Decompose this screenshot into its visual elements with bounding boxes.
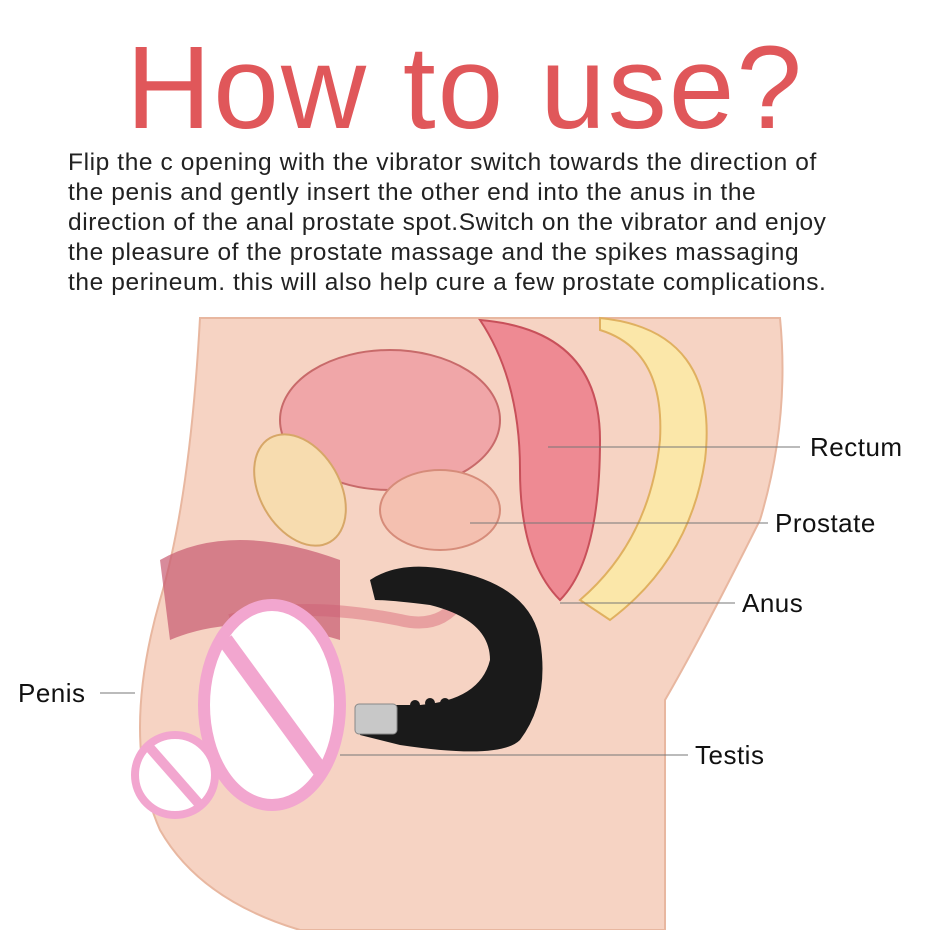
censor-mark-large: [198, 599, 346, 811]
massager-device: [354, 566, 543, 752]
instruction-line: Flip the c opening with the vibrator swi…: [68, 149, 817, 176]
vibrator-bullet: [354, 703, 398, 735]
label-testis: Testis: [695, 740, 765, 770]
censor-mark-small: [131, 731, 219, 819]
instructions-text: Flip the c opening with the vibrator swi…: [68, 148, 908, 298]
label-prostate: Prostate: [775, 508, 876, 538]
instruction-line: direction of the anal prostate spot.Swit…: [68, 209, 827, 236]
instruction-line: the pleasure of the prostate massage and…: [68, 239, 800, 266]
pubic-bone: [253, 433, 347, 547]
page-title: How to use?: [126, 22, 804, 154]
label-rectum: Rectum: [810, 432, 903, 462]
rectum: [478, 318, 602, 602]
sacrum: [578, 316, 708, 622]
prostate: [379, 469, 501, 551]
instruction-line: the perineum. this will also help cure a…: [68, 269, 827, 296]
instruction-line: the penis and gently insert the other en…: [68, 179, 757, 206]
label-penis: Penis: [18, 678, 86, 708]
label-anus: Anus: [742, 588, 804, 618]
